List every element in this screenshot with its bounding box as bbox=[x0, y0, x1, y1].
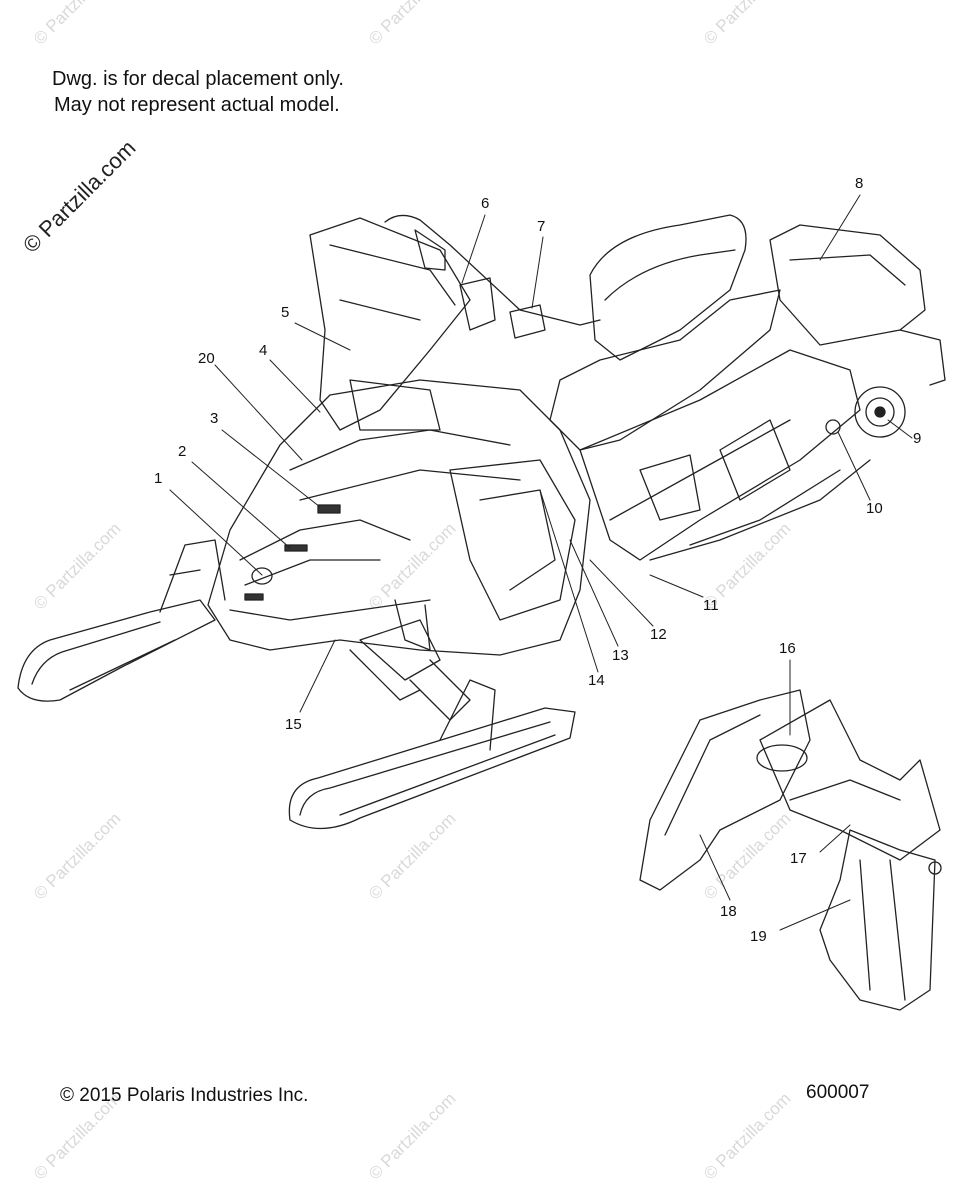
callout-10: 10 bbox=[866, 500, 883, 517]
callout-2: 2 bbox=[178, 443, 187, 460]
hood bbox=[207, 379, 591, 656]
callout-14: 14 bbox=[588, 672, 605, 689]
callout-4: 4 bbox=[259, 342, 268, 359]
callout-15: 15 bbox=[285, 716, 302, 733]
callout-5: 5 bbox=[281, 304, 290, 321]
callout-6: 6 bbox=[481, 195, 490, 212]
tunnel bbox=[579, 349, 871, 561]
copyright-notice: © 2015 Polaris Industries Inc. bbox=[60, 1085, 309, 1106]
side-panel-assembly bbox=[639, 689, 942, 1011]
drawing-number: 600007 bbox=[806, 1082, 870, 1103]
handlebar bbox=[384, 214, 601, 339]
note-line-2: May not represent actual model. bbox=[54, 94, 340, 116]
callout-3: 3 bbox=[210, 410, 219, 427]
callout-1: 1 bbox=[154, 470, 163, 487]
leader-lines bbox=[169, 194, 913, 931]
rear-idler-wheel bbox=[825, 386, 906, 438]
rear-rack bbox=[769, 224, 946, 386]
callout-12: 12 bbox=[650, 626, 667, 643]
right-ski bbox=[288, 679, 576, 830]
callout-20: 20 bbox=[198, 350, 215, 367]
note-line-1: Dwg. is for decal placement only. bbox=[52, 68, 344, 90]
callout-8: 8 bbox=[855, 175, 864, 192]
callout-9: 9 bbox=[913, 430, 922, 447]
seat bbox=[549, 214, 781, 451]
callout-11: 11 bbox=[703, 597, 719, 614]
callout-17: 17 bbox=[790, 850, 807, 867]
callout-18: 18 bbox=[720, 903, 737, 920]
callout-19: 19 bbox=[750, 928, 767, 945]
placement-note: Dwg. is for decal placement only. May no… bbox=[52, 66, 344, 118]
left-ski bbox=[17, 539, 226, 702]
callout-13: 13 bbox=[612, 647, 629, 664]
windshield bbox=[309, 217, 471, 431]
front-suspension bbox=[349, 599, 471, 721]
callout-16: 16 bbox=[779, 640, 796, 657]
callout-7: 7 bbox=[537, 218, 546, 235]
